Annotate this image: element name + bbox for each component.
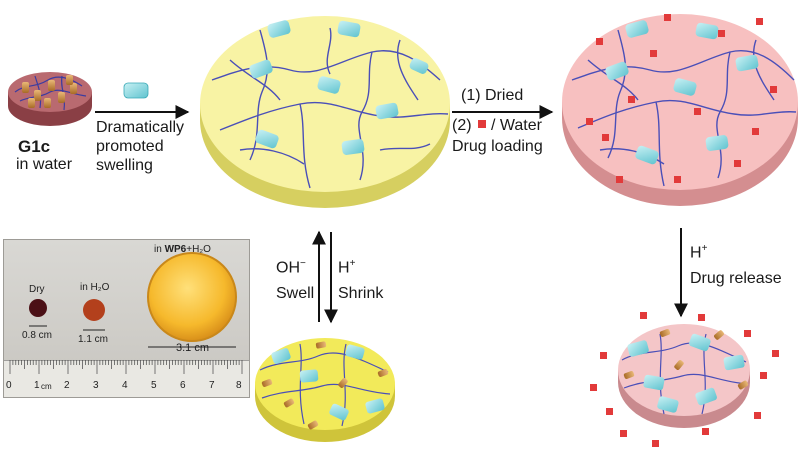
drug-loading-label: Drug loading (452, 138, 543, 155)
released-gel-disc (618, 324, 750, 428)
oh-superscript: − (300, 258, 306, 269)
ruler-number-8: 8 (236, 380, 242, 391)
swollen-gel-disc (200, 16, 450, 208)
released-drug-cubes (590, 312, 779, 447)
water-size: 1.1 cm (78, 334, 109, 345)
loaded-host-capsules (605, 20, 759, 165)
shrunk-guest-rods (261, 341, 389, 430)
ruler-number-4: 4 (122, 380, 128, 391)
ruler: 0 1 cm 2 3 4 5 6 7 8 (4, 359, 249, 397)
loaded-drug-cubes (586, 14, 777, 183)
ruler-number-5: 5 (151, 380, 157, 391)
water-label: in H₂O (80, 282, 110, 293)
h-plus-release-label: H+ (690, 243, 708, 262)
oh-label: OH− (276, 258, 306, 277)
photo-gel-samples (29, 252, 237, 348)
swollen-host-capsules (249, 20, 429, 155)
ruler-unit: cm (41, 382, 52, 391)
dry-size: 0.8 cm (22, 330, 53, 341)
ruler-number-7: 7 (209, 380, 215, 391)
h-right-superscript: + (701, 243, 708, 254)
photo-inset: in WP6+H₂O Dry 0.8 cm in H₂O 1.1 cm 3.1 … (3, 239, 250, 398)
shrunk-host-capsules (271, 344, 385, 421)
step2-prefix: (2) (452, 117, 472, 134)
photo-caption: in WP6+H₂O (154, 244, 211, 255)
ruler-number-6: 6 (180, 380, 186, 391)
ruler-number-3: 3 (93, 380, 99, 391)
swelling-label-line1: Dramatically (96, 119, 185, 136)
g1c-subtitle: in water (16, 156, 73, 173)
swell-label: Swell (276, 285, 315, 302)
ruler-number-0: 0 (6, 380, 12, 391)
g1c-title: G1c (18, 137, 51, 156)
drug-cube-legend-icon (478, 120, 486, 128)
ruler-number-1: 1 (34, 380, 40, 391)
drug-loaded-gel-disc (562, 14, 798, 206)
host-capsule-icon (123, 82, 149, 99)
step2-suffix: / Water (491, 117, 542, 134)
drug-release-label: Drug release (690, 270, 782, 287)
wp6-size: 3.1 cm (176, 342, 210, 354)
shrunk-gel-disc (255, 338, 395, 442)
ruler-ticks (4, 359, 249, 374)
ruler-number-2: 2 (64, 380, 70, 391)
released-host-capsules (627, 333, 745, 413)
dry-label: Dry (29, 284, 45, 295)
g1c-disc (8, 72, 92, 126)
shrink-label: Shrink (338, 285, 384, 302)
swelling-label-line2: promoted (96, 138, 164, 155)
released-guest-rods (623, 329, 749, 390)
step1-label: (1) Dried (461, 87, 524, 104)
g1c-guest-rods (22, 75, 77, 108)
h-plus-shrink-label: H+ (338, 258, 356, 277)
h-left-superscript: + (349, 258, 356, 269)
swelling-label-line3: swelling (96, 157, 153, 174)
